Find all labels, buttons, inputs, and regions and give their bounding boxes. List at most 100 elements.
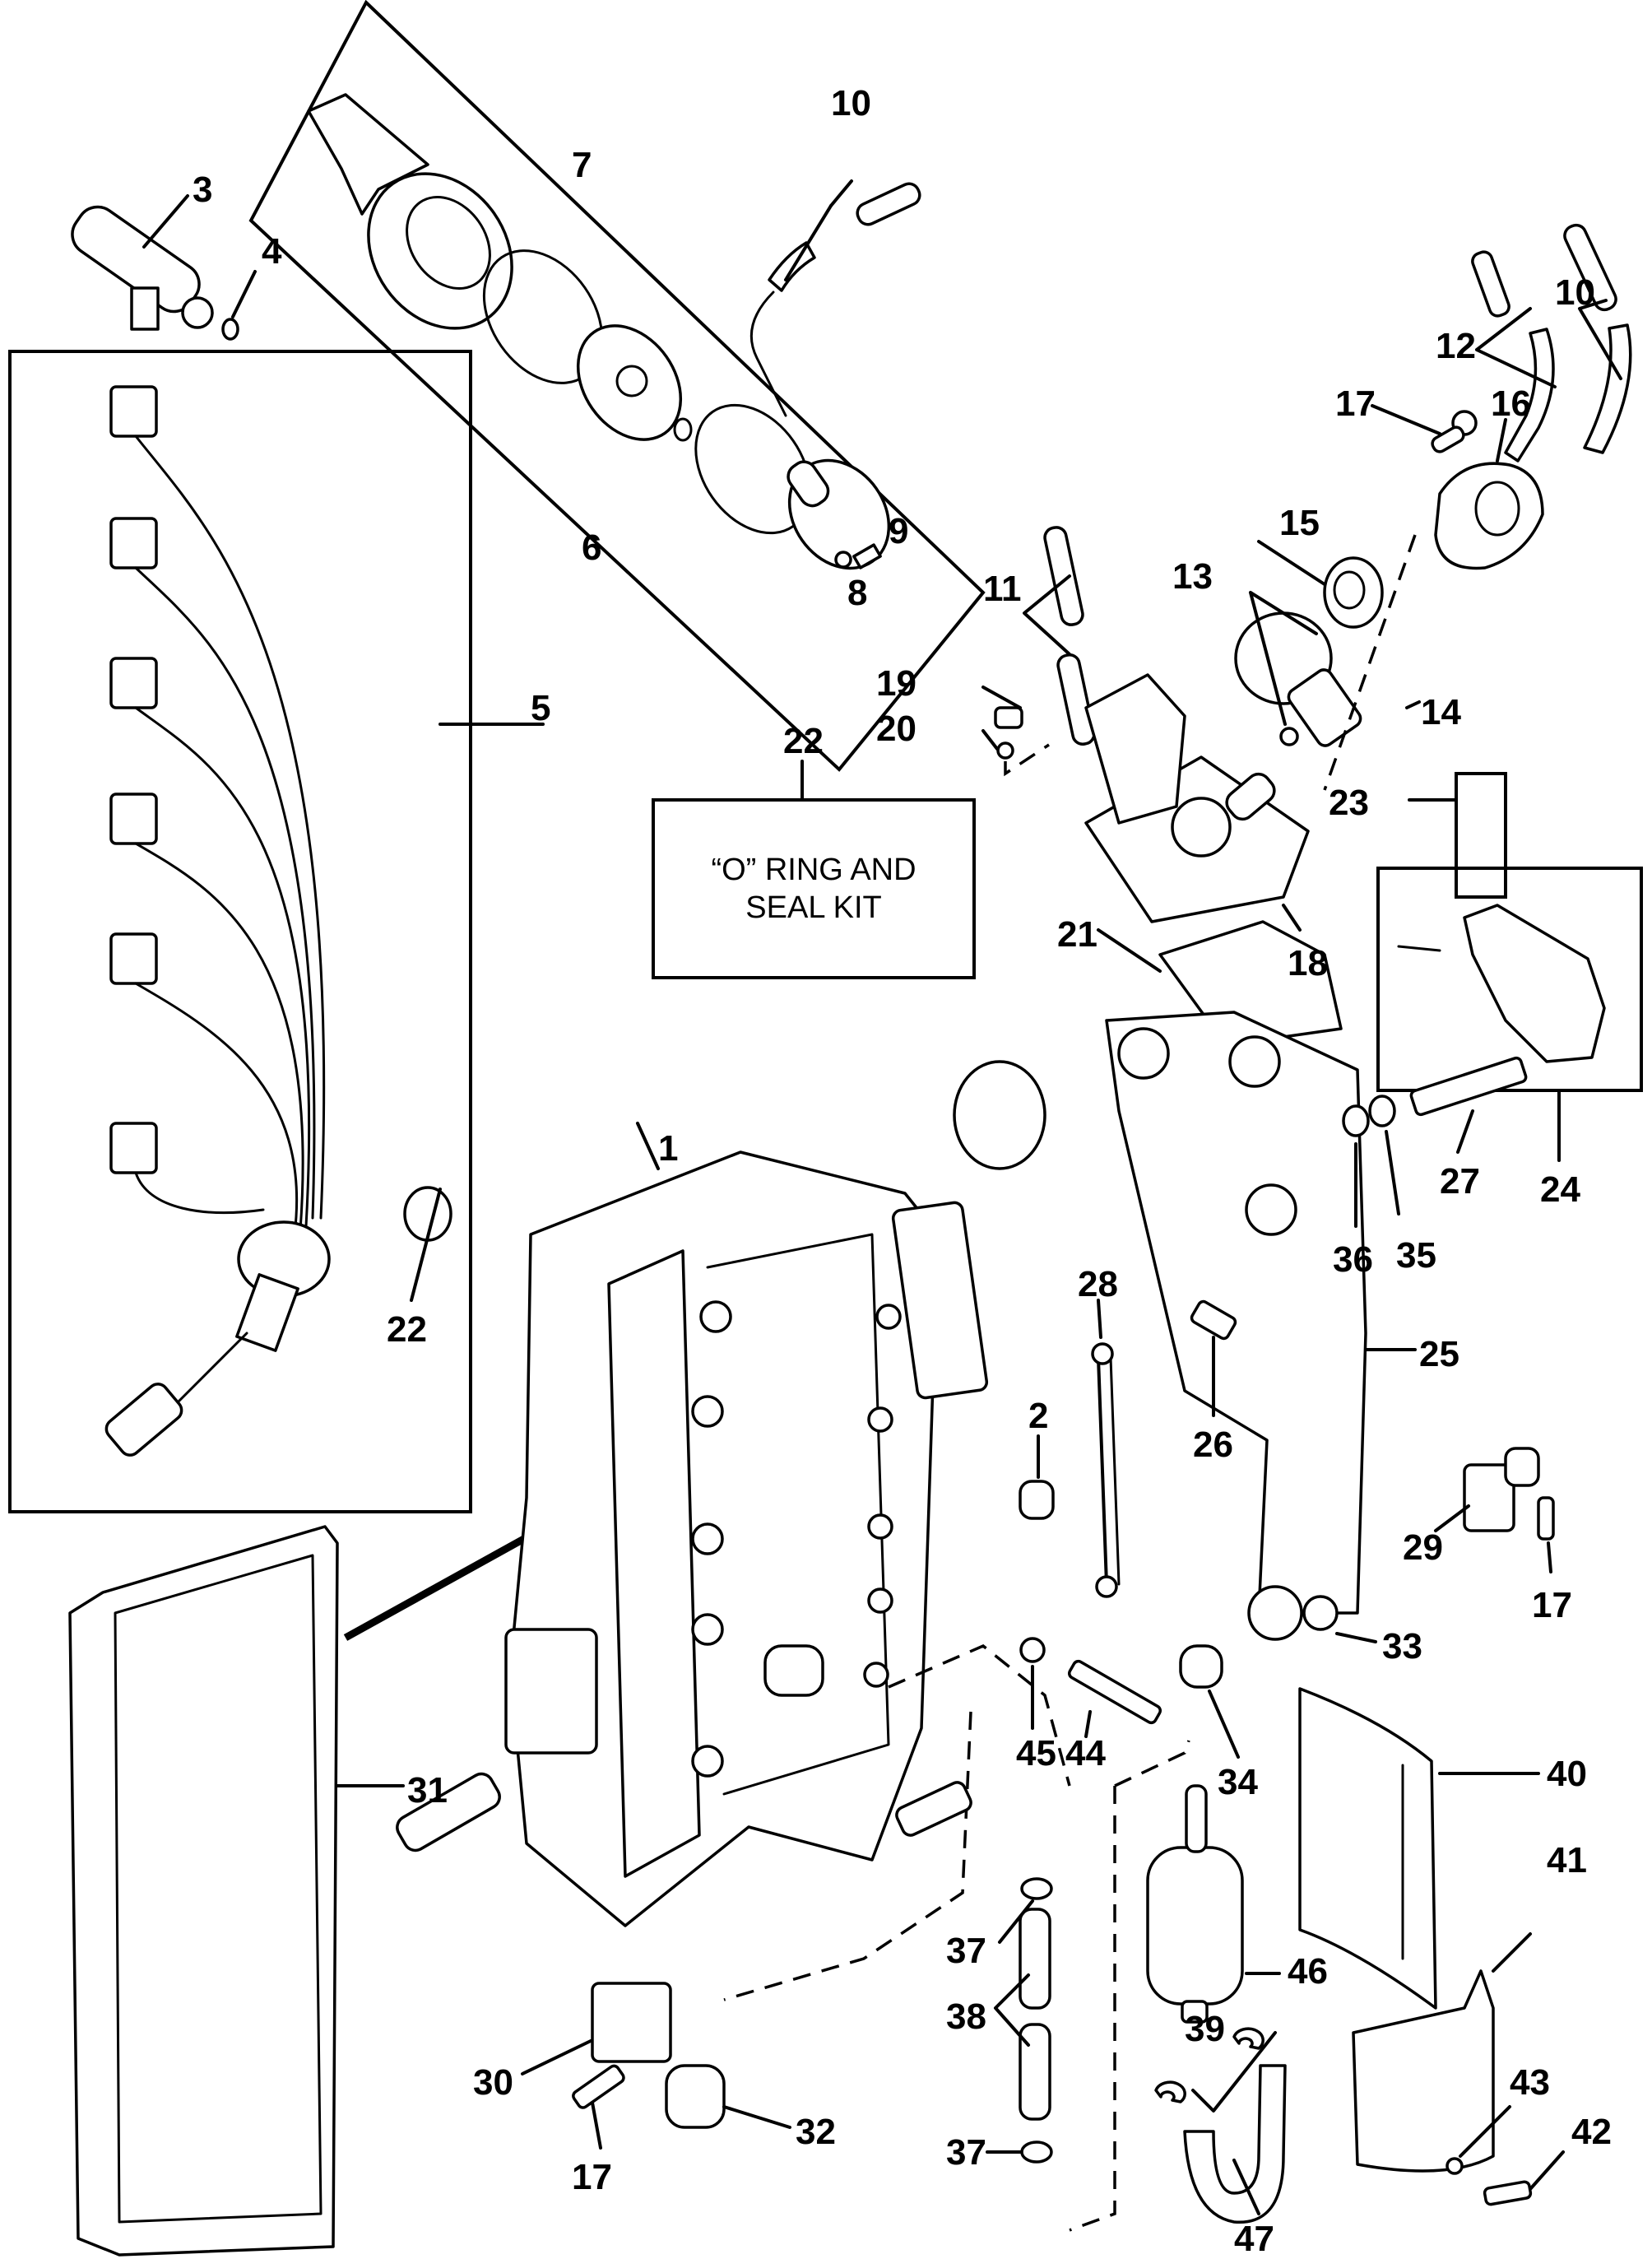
callout-40: 40 <box>1547 1754 1587 1794</box>
part-30-switch <box>591 1982 672 2063</box>
wire <box>134 842 304 1232</box>
clamp-39a <box>1232 2027 1265 2050</box>
leader <box>1097 1299 1102 1339</box>
part-34-bushing <box>1179 1644 1223 1689</box>
connector <box>109 793 158 845</box>
injector-tip <box>181 296 214 329</box>
callout-5: 5 <box>531 688 550 728</box>
part-10-hoses-top <box>749 179 921 417</box>
leader <box>1405 700 1421 709</box>
part-32-boot <box>521 1643 1071 2150</box>
leader <box>521 2039 592 2075</box>
cover-ring <box>406 195 491 291</box>
hose-line <box>749 291 787 417</box>
leader <box>1371 404 1441 435</box>
leader <box>1529 2150 1565 2191</box>
leader <box>981 729 999 751</box>
part-17-screw-shank <box>1431 425 1465 453</box>
leader <box>1084 1710 1092 1738</box>
callout-25: 25 <box>1419 1334 1459 1374</box>
callout-2: 2 <box>1028 1396 1048 1436</box>
port <box>867 1406 893 1433</box>
callout-33: 33 <box>1382 1626 1422 1666</box>
callout-43: 43 <box>1510 2062 1550 2103</box>
float-center <box>615 365 648 397</box>
leader <box>998 1899 1034 1944</box>
callout-18: 18 <box>1288 943 1328 983</box>
part-13-o-ring <box>1279 727 1299 746</box>
callout-32: 32 <box>796 2112 836 2152</box>
clamp-37-top <box>1020 1877 1053 1900</box>
manifold-boss <box>763 1644 824 1697</box>
part-2-bushing <box>1019 1480 1055 1520</box>
callout-45: 45 <box>1016 1733 1056 1773</box>
callout-22-kit: 22 <box>783 721 824 761</box>
leader <box>1496 418 1507 462</box>
part-35-washer <box>1368 1095 1396 1127</box>
link-rod <box>1109 1356 1121 1586</box>
part-40-shield <box>1298 1687 1565 2206</box>
leader <box>829 179 853 207</box>
callout-7: 7 <box>572 145 592 185</box>
callout-labels: 1 2 3 4 5 6 7 8 9 10 10 11 12 13 14 15 1… <box>193 83 1612 2259</box>
plate-boss <box>1117 1027 1170 1080</box>
part-16-cover <box>1434 462 1544 570</box>
cover-hole <box>1474 481 1520 537</box>
harness-plug <box>235 1273 299 1352</box>
part-44-bolt <box>1067 1659 1162 1725</box>
o-ring-seal-kit-box: “O” RING AND SEAL KIT <box>652 798 976 979</box>
manifold-side-cover <box>891 1201 989 1400</box>
part-17-screw <box>572 2064 625 2109</box>
port <box>691 1395 724 1428</box>
gasket-inner <box>114 1554 323 2224</box>
part-5-harness-group <box>8 350 545 1513</box>
sensor-top <box>1504 1447 1540 1487</box>
link-rod <box>1097 1356 1108 1586</box>
callout-37-bottom: 37 <box>946 2132 986 2173</box>
pressure-sensor <box>953 1060 1046 1170</box>
plate-body <box>1105 1011 1367 1615</box>
group-box-6 <box>248 0 986 772</box>
harness-wires <box>134 435 326 1236</box>
leader <box>1459 2105 1511 2158</box>
port <box>691 1745 724 1778</box>
part-38-hoses <box>986 1877 1053 2164</box>
part-23-box <box>1455 772 1507 899</box>
callout-47: 47 <box>1234 2219 1274 2259</box>
hose-38b <box>1019 2023 1051 2121</box>
leader <box>1282 904 1302 932</box>
callout-34: 34 <box>1218 1762 1258 1802</box>
callout-22-seal: 22 <box>387 1309 427 1350</box>
assembly-line <box>1004 743 1050 777</box>
sensor-body <box>1463 1463 1515 1532</box>
group-box-5 <box>8 350 472 1513</box>
injector-connector <box>130 286 160 331</box>
cover-pin <box>1397 945 1441 952</box>
callout-35: 35 <box>1396 1235 1436 1276</box>
callout-11: 11 <box>983 569 1022 609</box>
port <box>691 1522 724 1555</box>
port <box>691 1613 724 1646</box>
callout-37-top: 37 <box>946 1931 986 1971</box>
leader <box>1492 1932 1532 1973</box>
hose-11a <box>1043 526 1084 626</box>
group-box-24 <box>1376 867 1643 1092</box>
callout-36: 36 <box>1333 1239 1373 1280</box>
leader <box>1547 1541 1552 1573</box>
port <box>875 1304 902 1330</box>
callout-21: 21 <box>1057 914 1097 955</box>
callout-26: 26 <box>1193 1425 1233 1465</box>
wire <box>134 1171 265 1215</box>
callout-17-top: 17 <box>1335 383 1376 424</box>
callout-6: 6 <box>582 528 601 568</box>
leader <box>722 2105 791 2129</box>
part-7-float <box>576 324 683 441</box>
part-33-bushing <box>1302 1595 1339 1631</box>
throttle-sensor <box>504 1628 598 1755</box>
part-19-screw <box>994 706 1023 729</box>
leader <box>1475 307 1557 388</box>
callout-38: 38 <box>946 1996 986 2037</box>
part-25-mounting-plate <box>1097 920 1528 1643</box>
